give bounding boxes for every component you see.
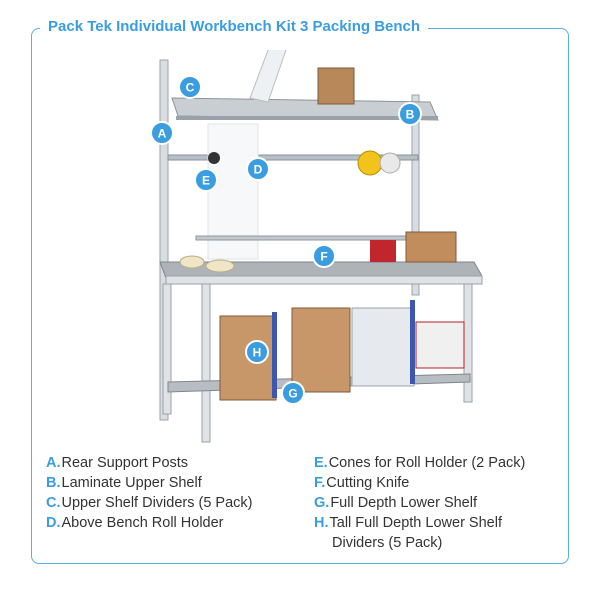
legend-item-e: E.Cones for Roll Holder (2 Pack): [314, 455, 526, 471]
callout-e: E: [194, 168, 218, 192]
svg-text:C: C: [186, 81, 195, 95]
svg-text:A: A: [158, 127, 167, 141]
callout-a: A: [150, 121, 174, 145]
lower-divider-1: [272, 312, 277, 398]
lower-bags: [351, 307, 415, 387]
leg-right: [463, 283, 473, 403]
bench-box: [405, 231, 457, 263]
legend-item-h: H.Tall Full Depth Lower Shelf: [314, 515, 502, 531]
callout-c: C: [178, 75, 202, 99]
leg-front-left: [162, 283, 172, 415]
callout-g: G: [281, 381, 305, 405]
tape-roll-yellow: [357, 150, 383, 176]
svg-text:H: H: [253, 346, 262, 360]
cutter-bar: [195, 235, 407, 241]
shelf-box-brown: [317, 67, 355, 105]
shelf-box-white: [249, 50, 287, 103]
svg-text:G: G: [288, 387, 297, 401]
bench-top-edge: [165, 275, 483, 285]
svg-text:E: E: [202, 174, 210, 188]
lower-divider-2: [410, 300, 415, 384]
workbench-illustration: A B C D E F G H: [150, 50, 483, 443]
leg-front-left-2: [201, 283, 211, 443]
roll-cone: [208, 152, 220, 164]
legend-item-a: A.Rear Support Posts: [46, 455, 189, 471]
legend-item-f: F.Cutting Knife: [314, 475, 410, 491]
red-dispenser: [370, 240, 396, 262]
rear-post-left: [159, 59, 169, 421]
upper-shelf-edge: [176, 116, 438, 120]
callout-f: F: [312, 244, 336, 268]
lower-box-stack-2: [291, 307, 351, 393]
legend-item-b: B.Laminate Upper Shelf: [46, 475, 202, 491]
page-title: Pack Tek Individual Workbench Kit 3 Pack…: [40, 16, 429, 38]
callout-h: H: [245, 340, 269, 364]
svg-text:F: F: [320, 250, 327, 264]
tape-roll-1: [179, 255, 205, 269]
roll-holder-bar: [167, 154, 419, 161]
legend-left: A.Rear Support Posts B.Laminate Upper Sh…: [46, 453, 306, 533]
svg-text:B: B: [406, 108, 415, 122]
legend-item-g: G.Full Depth Lower Shelf: [314, 495, 477, 511]
legend-item-d: D.Above Bench Roll Holder: [46, 515, 224, 531]
rear-post-right: [411, 94, 420, 296]
legend-item-h-continued: Dividers (5 Pack): [332, 535, 443, 551]
tape-roll-2: [205, 259, 235, 273]
tape-roll-white: [379, 152, 401, 174]
svg-text:D: D: [254, 163, 263, 177]
lower-file-box: [415, 321, 465, 369]
callout-d: D: [246, 157, 270, 181]
legend-right: E.Cones for Roll Holder (2 Pack) F.Cutti…: [314, 453, 564, 553]
legend-item-c: C.Upper Shelf Dividers (5 Pack): [46, 495, 253, 511]
callout-b: B: [398, 102, 422, 126]
